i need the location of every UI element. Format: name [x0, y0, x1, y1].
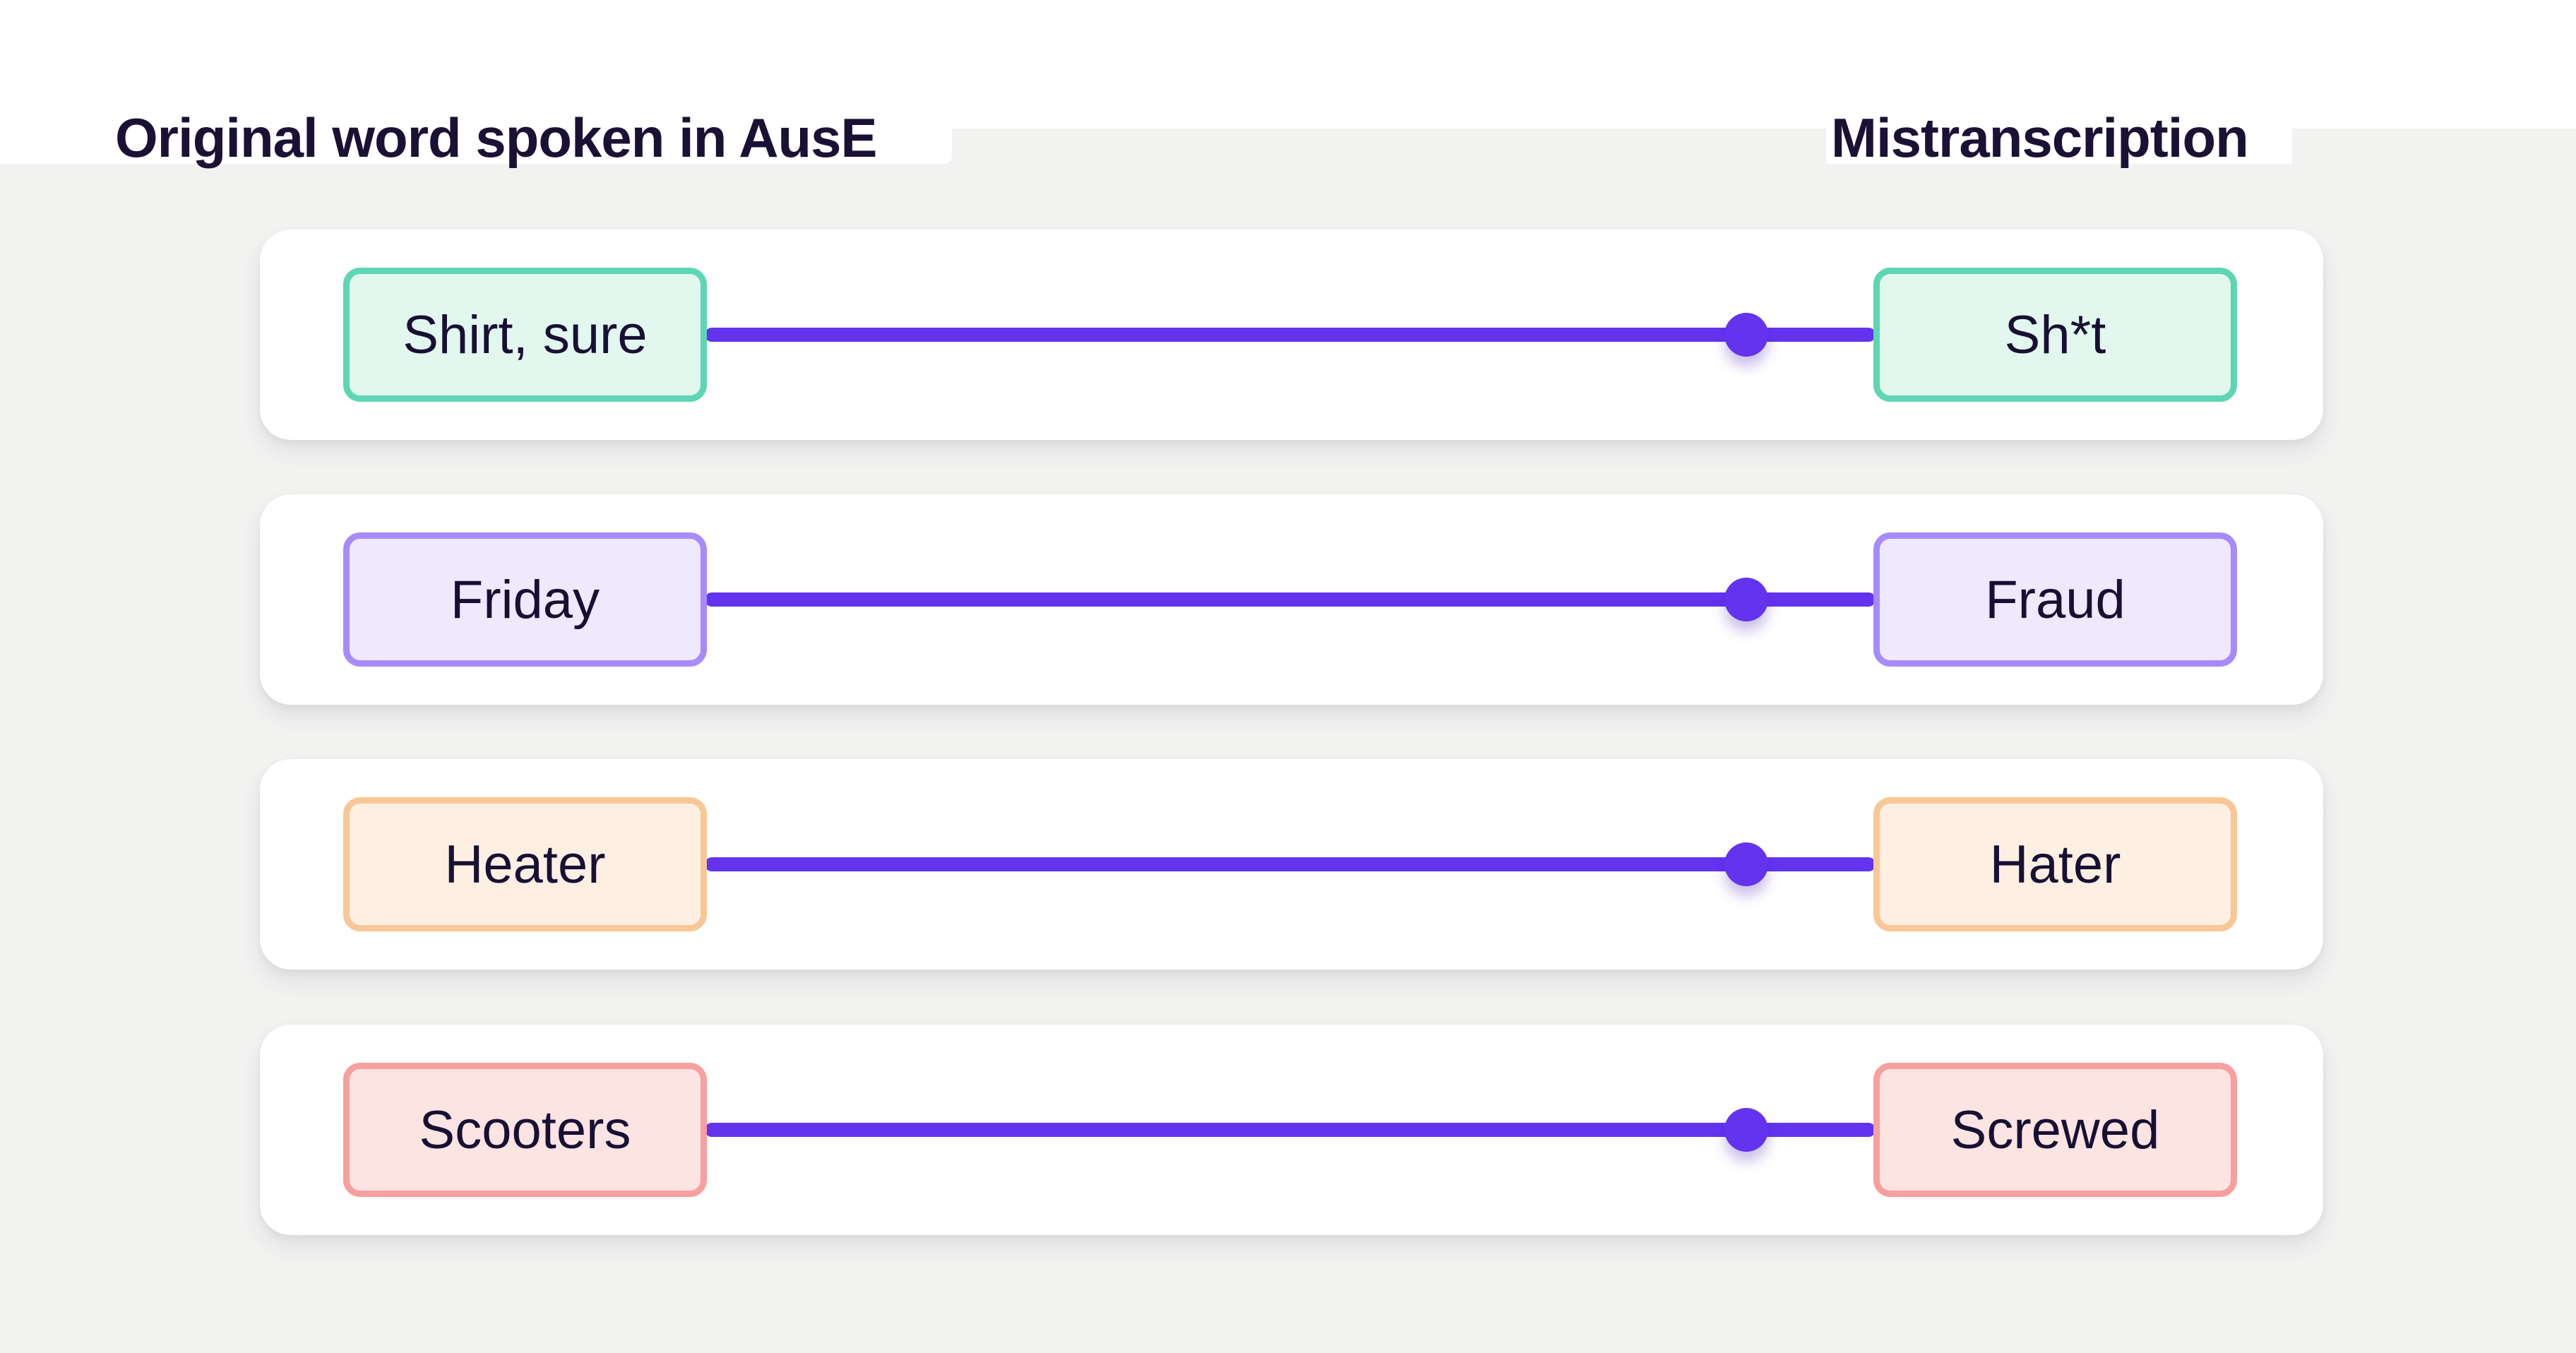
original-word-box: Shirt, sure	[343, 268, 707, 402]
connector-dot	[1724, 1108, 1768, 1152]
connector-dot	[1724, 578, 1768, 621]
row-card: Heater Hater	[260, 759, 2323, 970]
connector-line	[705, 857, 1876, 871]
original-word-box: Heater	[343, 797, 707, 931]
left-title-background-block	[0, 0, 952, 164]
column-header-original-word: Original word spoken in AusE	[115, 107, 878, 169]
original-word-box: Friday	[343, 532, 707, 667]
connector-dot	[1724, 313, 1768, 357]
mistranscription-word-box: Fraud	[1873, 532, 2237, 667]
connector-line	[705, 592, 1876, 607]
connector-dot	[1724, 842, 1768, 886]
mistranscription-word-box: Screwed	[1873, 1063, 2237, 1197]
mistranscription-word-box: Hater	[1873, 797, 2237, 931]
right-title-background-block	[1826, 0, 2292, 164]
column-header-mistranscription: Mistranscription	[1831, 107, 2249, 169]
mistranscription-word-box: Sh*t	[1873, 268, 2237, 402]
row-card: Shirt, sure Sh*t	[260, 230, 2323, 440]
row-card: Scooters Screwed	[260, 1025, 2323, 1235]
original-word-box: Scooters	[343, 1063, 707, 1197]
connector-line	[705, 1123, 1876, 1137]
connector-line	[705, 328, 1876, 342]
row-card: Friday Fraud	[260, 494, 2323, 705]
